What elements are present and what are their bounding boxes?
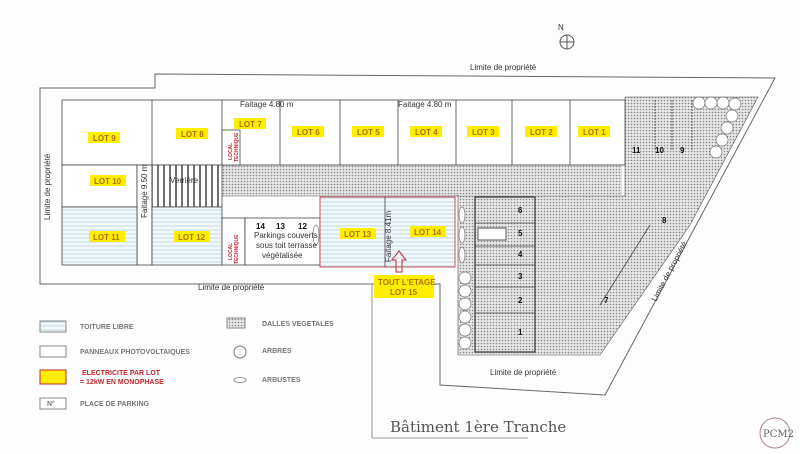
local-technique-bottom-2: TECHNIQUE xyxy=(234,234,240,264)
pcm2-stamp: PCM2 xyxy=(759,417,794,449)
parked-car-icon xyxy=(477,227,507,241)
legend-parking-symbol: N° xyxy=(47,400,55,408)
faitage-left: Faitage 9.50 m xyxy=(140,164,149,218)
local-technique-top-2: TECHNIQUE xyxy=(234,132,240,162)
lot-6-label: LOT 6 xyxy=(297,128,320,137)
local-technique-top: LOCAL xyxy=(228,143,234,160)
legend-parking: PLACE DE PARKING xyxy=(80,401,150,408)
legend-arbres: ARBRES xyxy=(262,348,292,355)
legend-arbustes: ARBUSTES xyxy=(262,377,301,384)
lot-9-label: LOT 9 xyxy=(93,134,116,143)
local-technique-bottom: LOCAL xyxy=(228,243,234,260)
property-boundary xyxy=(39,73,776,396)
parking-13: 13 xyxy=(276,222,285,231)
drawing-title: Bâtiment 1ère Tranche xyxy=(390,418,566,436)
parking-4: 4 xyxy=(518,250,523,259)
dalles-strip xyxy=(222,165,622,195)
lot-11-label: LOT 11 xyxy=(93,233,120,242)
parking-10: 10 xyxy=(655,146,664,155)
faitage-top-right: Faitage 4.80 m xyxy=(398,100,452,109)
faitage-center: Faitage 8.41m xyxy=(384,211,393,262)
covered-parking-line2: sous toit terrasse xyxy=(256,241,317,250)
boundary-label-bottom: Limite de propriété xyxy=(490,368,557,377)
verriere-label: Verrière xyxy=(170,176,199,185)
lot-3-label: LOT 3 xyxy=(472,128,495,137)
lot-12-label: LOT 12 xyxy=(178,233,206,242)
parking-3: 3 xyxy=(518,272,523,281)
legend-panneaux: PANNEAUX PHOTOVOLTAIQUES xyxy=(80,349,190,356)
faitage-top-left: Faitage 4.80 m xyxy=(240,100,294,109)
lot-10-label: LOT 10 xyxy=(94,177,122,186)
parking-12: 12 xyxy=(298,222,307,231)
lot-5-label: LOT 5 xyxy=(357,128,380,137)
svg-text:N: N xyxy=(558,23,564,32)
boundary-label-top: Limite de propriété xyxy=(470,63,537,72)
lot-13-label: LOT 13 xyxy=(344,230,372,239)
boundary-label-bottom-left: Limite de propriété xyxy=(198,283,265,292)
legend-toiture: TOITURE LIBRE xyxy=(80,324,134,331)
parking-1: 1 xyxy=(518,328,523,337)
covered-parking-line3: végétalisée xyxy=(262,251,303,260)
svg-text:PCM2: PCM2 xyxy=(763,429,794,440)
legend-electricite-1: ELECTRICITE PAR LOT xyxy=(82,370,161,377)
building xyxy=(61,99,693,353)
parking-numbers: 1 2 3 4 5 6 7 8 9 10 11 12 13 14 xyxy=(256,146,685,337)
lot-15-line1: TOUT L'ETAGE xyxy=(378,278,436,287)
parking-14: 14 xyxy=(256,222,265,231)
parking-6: 6 xyxy=(518,206,523,215)
boundary-label-left: Limite de propriété xyxy=(43,153,52,220)
north-compass-icon: N xyxy=(558,23,575,50)
parking-8: 8 xyxy=(662,216,667,225)
parking-11: 11 xyxy=(632,146,641,155)
parking-2: 2 xyxy=(518,296,523,305)
legend: TOITURE LIBRE PANNEAUX PHOTOVOLTAIQUES E… xyxy=(39,317,334,410)
lot-8-label: LOT 8 xyxy=(181,130,204,139)
lot-7-label: LOT 7 xyxy=(239,120,262,129)
parking-7: 7 xyxy=(604,296,609,305)
trees xyxy=(312,96,742,350)
lot-14-label: LOT 14 xyxy=(414,228,442,237)
lot-2-label: LOT 2 xyxy=(530,128,553,137)
legend-dalles: DALLES VEGETALES xyxy=(262,321,334,328)
arrow-up-icon xyxy=(390,250,408,273)
parking-9: 9 xyxy=(680,146,685,155)
lot-1-label: LOT 1 xyxy=(583,128,606,137)
parking-5: 5 xyxy=(518,229,523,238)
covered-parking-line1: Parkings couverts xyxy=(254,231,318,240)
lot-4-label: LOT 4 xyxy=(415,128,438,137)
lot-15-badge xyxy=(374,275,434,298)
lot-15-line2: LOT 15 xyxy=(390,288,418,297)
legend-electricite-2: = 12kW EN MONOPHASE xyxy=(80,379,164,386)
